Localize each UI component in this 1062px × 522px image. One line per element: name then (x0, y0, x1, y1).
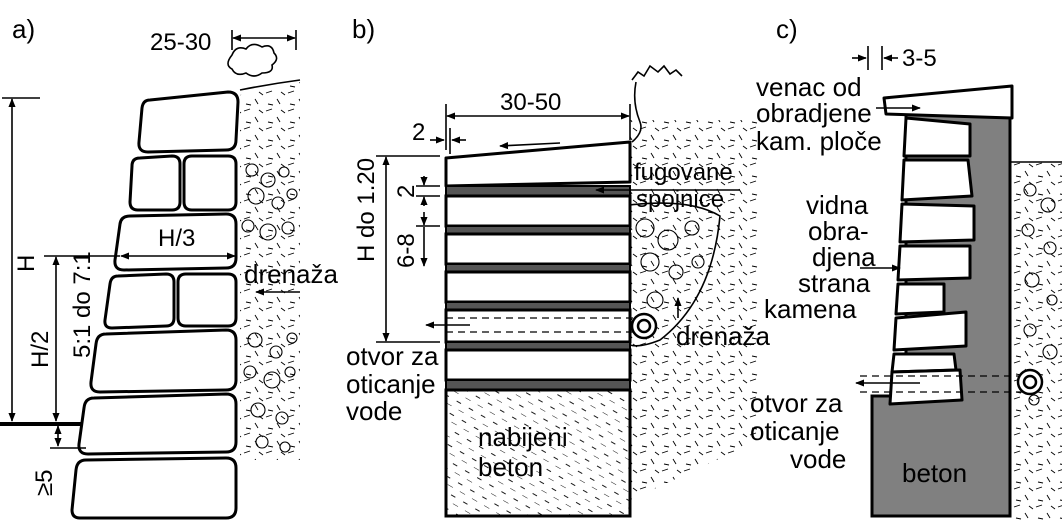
concrete-base-b (444, 388, 632, 518)
soil-backfill-c (1010, 160, 1062, 522)
coping-label-2: obradjene (756, 98, 872, 128)
masonry-stones (70, 90, 240, 520)
slope-arrow-b (499, 141, 561, 150)
soil-backfill-b (630, 120, 760, 500)
outlet-label-c-3: vode (790, 444, 846, 474)
concrete-label-2: beton (478, 452, 543, 482)
grass-tuft-icon (227, 43, 278, 77)
batter-label: 5:1 do 7:1 (69, 251, 96, 358)
dim-width-b-label: 30-50 (500, 89, 561, 116)
panel-b-label: b) (352, 14, 375, 44)
panel-c-label: c) (776, 14, 798, 44)
face-label-2: obra- (808, 216, 869, 246)
dim-overhang-label: 3-5 (902, 45, 937, 72)
ground-surface (239, 79, 301, 91)
face-label-4: strana (798, 268, 871, 298)
gravel-drain-c (1021, 183, 1058, 406)
panel-b: b) (346, 14, 770, 518)
gravel-drain-b (635, 218, 705, 309)
outlet-label-c-1: otvor za (750, 388, 843, 418)
dim-offset-label: 2 (412, 119, 425, 146)
dim-height-label: H (13, 255, 40, 272)
dim-joint-label: 2 (393, 185, 420, 198)
outlet-label-b-1: otvor za (346, 341, 439, 371)
dim-top-width-label: 25-30 (150, 29, 211, 56)
dim-embed-label: ≥5 (31, 469, 58, 496)
dim-course-label: 6-8 (393, 233, 420, 268)
coping-slab-b (444, 140, 632, 188)
dim-half-height-label: H/2 (27, 331, 54, 368)
drainage-label-a: drenaža (244, 259, 338, 289)
panel-a: a) (0, 14, 338, 520)
coping-slab-c (882, 84, 1014, 120)
dim-stone-length-label: H/3 (158, 225, 195, 252)
face-label-1: vidna (806, 190, 869, 220)
dim-height-b-label: H do 1.20 (353, 158, 380, 262)
face-stones-c (888, 116, 976, 406)
outlet-label-b-2: oticanje (346, 369, 436, 399)
outlet-label-b-3: vode (346, 396, 402, 426)
grass-tuft-icon-b (631, 64, 683, 143)
face-label-5: kamena (764, 294, 857, 324)
coping-label-3: kam. ploče (756, 126, 882, 156)
gravel-drain-outline-b (629, 202, 721, 347)
concrete-label-c: beton (902, 458, 967, 488)
concrete-label-1: nabijeni (478, 422, 568, 452)
panel-a-label: a) (12, 14, 35, 44)
masonry-courses-b (444, 185, 632, 391)
coping-label-1: venac od (756, 72, 862, 102)
drainage-label-b: drenaža (676, 321, 770, 351)
face-label-3: djena (812, 242, 876, 272)
joints-label-1: fugovane (634, 159, 733, 186)
panel-c: c) beton (750, 14, 1062, 522)
outlet-label-c-2: oticanje (750, 416, 840, 446)
gravel-drain (241, 163, 298, 453)
